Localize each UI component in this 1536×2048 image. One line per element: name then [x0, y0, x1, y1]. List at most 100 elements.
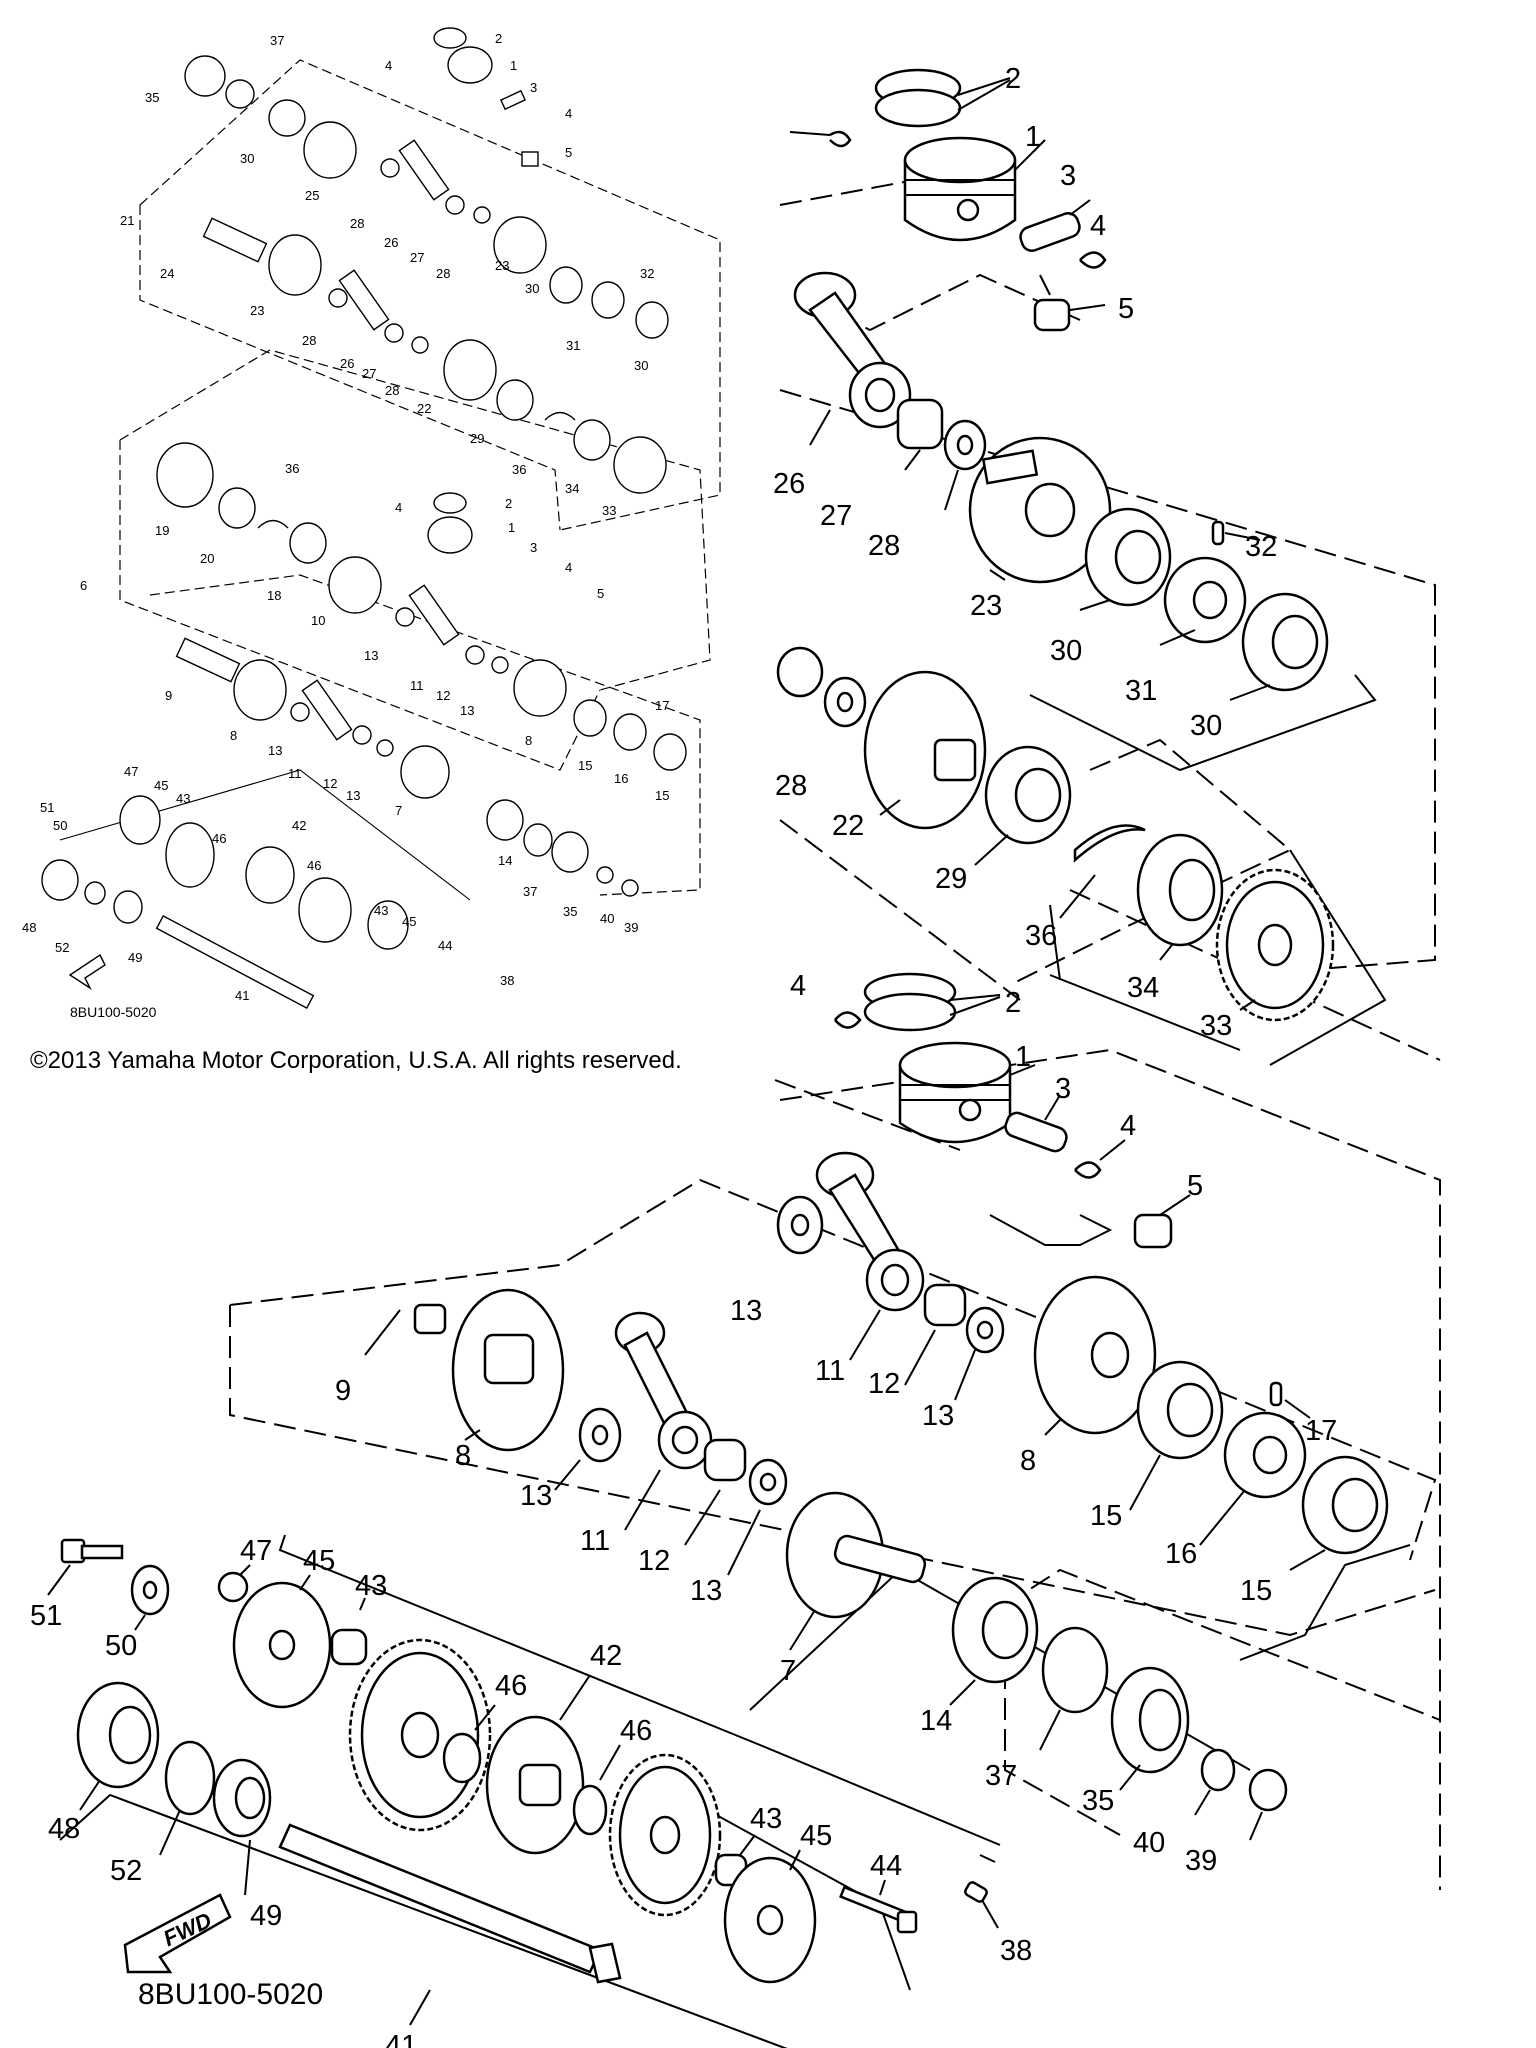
callout-50: 50	[105, 1630, 137, 1662]
callout-28a: 28	[868, 530, 900, 562]
detail-callouts: 2 1 3 4 5 26 27 28 23 30 32 31 30 28 22 …	[30, 63, 1337, 2048]
callout-8b: 8	[1020, 1445, 1036, 1477]
shaft-24-icon	[202, 217, 268, 263]
callout-45a: 45	[303, 1545, 335, 1577]
callout-11b: 11	[580, 1525, 610, 1557]
main-bearing-30b-icon	[1229, 592, 1329, 701]
gear-33-icon	[1215, 868, 1335, 1022]
overview-callout: 11	[410, 678, 424, 693]
overview-callout: 29	[470, 431, 484, 446]
mainshaft-41-small-icon	[155, 914, 315, 1010]
overview-callout: 30	[525, 281, 539, 296]
bearing-48-icon	[76, 1681, 160, 1811]
callout-35: 35	[1082, 1785, 1114, 1817]
bearing-35-icon	[1110, 1666, 1190, 1791]
overview-callout: 50	[53, 818, 67, 833]
overview-callout: 28	[385, 383, 399, 398]
callout-42: 42	[590, 1640, 622, 1672]
callout-22: 22	[832, 810, 864, 842]
circlip-37-icon	[1041, 1626, 1109, 1714]
middle-crank-group	[229, 972, 1441, 1841]
callout-12b: 12	[638, 1545, 670, 1577]
overview-callout: 17	[655, 698, 669, 713]
callout-1b: 1	[1015, 1041, 1031, 1073]
small-end-bearing-m-icon	[1133, 1213, 1173, 1249]
overview-callout: 23	[495, 258, 509, 273]
fwd-arrow-small-icon	[68, 953, 106, 990]
upper-crank-group	[776, 68, 1441, 1890]
overview-callout: 1	[508, 520, 515, 535]
callout-28b: 28	[775, 770, 807, 802]
overview-callout: 42	[292, 818, 306, 833]
piston-1-small-b-icon	[427, 516, 473, 554]
main-bearing-30a-icon	[1079, 507, 1172, 611]
callout-47: 47	[240, 1535, 272, 1567]
callout-31: 31	[1125, 675, 1157, 707]
bearing-14-icon	[949, 1576, 1039, 1706]
oil-seal-31-icon	[1159, 556, 1247, 646]
overview-callout: 4	[565, 560, 572, 575]
overview-callout: 22	[417, 401, 431, 416]
crankpin-9-icon	[413, 1303, 447, 1335]
copyright-notice: ©2013 Yamaha Motor Corporation, U.S.A. A…	[30, 1047, 682, 1074]
piston-rings-icon	[874, 68, 1011, 128]
callout-45b: 45	[800, 1820, 832, 1852]
callout-4b: 4	[790, 970, 806, 1002]
callout-1a: 1	[1025, 121, 1041, 153]
overview-callout: 36	[285, 461, 299, 476]
callout-33: 33	[1200, 1010, 1232, 1042]
overview-callout: 2	[495, 31, 502, 46]
callout-23: 23	[970, 590, 1002, 622]
overview-callout: 9	[165, 688, 172, 703]
overview-callout: 28	[436, 266, 450, 281]
overview-callout: 46	[307, 858, 321, 873]
callout-46b: 46	[620, 1715, 652, 1747]
conrod-26-icon	[793, 271, 912, 446]
overview-callout: 43	[176, 791, 190, 806]
callout-15b: 15	[1240, 1575, 1272, 1607]
plate-45b-icon	[723, 1849, 817, 1984]
callout-17: 17	[1305, 1415, 1337, 1447]
overview-callout: 13	[460, 703, 474, 718]
conrod-26-icon	[398, 139, 450, 201]
overview-callout: 24	[160, 266, 174, 281]
callout-51: 51	[30, 1600, 62, 1632]
overview-callout: 28	[350, 216, 364, 231]
callout-34: 34	[1127, 972, 1159, 1004]
callout-9: 9	[335, 1375, 351, 1407]
overview-callout: 27	[410, 250, 424, 265]
callout-30b: 30	[1190, 710, 1222, 742]
overview-callout: 45	[402, 914, 416, 929]
diagram-code-small: 8BU100-5020	[70, 1004, 157, 1020]
callout-5a: 5	[1118, 293, 1134, 325]
overview-callout: 35	[563, 904, 577, 919]
main-bearing-15b-icon	[1289, 1455, 1389, 1571]
overview-callout: 36	[512, 462, 526, 477]
callout-2a: 2	[1005, 63, 1021, 95]
overview-callout: 43	[374, 903, 388, 918]
callout-44: 44	[870, 1850, 902, 1882]
overview-callout: 30	[240, 151, 254, 166]
callout-39: 39	[1185, 1845, 1217, 1877]
overview-callout: 39	[624, 920, 638, 935]
mainshaft-41-icon	[278, 1823, 622, 2026]
overview-callout: 28	[302, 333, 316, 348]
overview-callout: 20	[200, 551, 214, 566]
overview-callout: 10	[311, 613, 325, 628]
overview-callout: 15	[578, 758, 592, 773]
piston-m-icon	[898, 1041, 1036, 1144]
callout-38: 38	[1000, 1935, 1032, 1967]
overview-callout: 41	[235, 988, 249, 1003]
callout-8a: 8	[455, 1440, 471, 1472]
callout-36: 36	[1025, 920, 1057, 952]
callout-30a: 30	[1050, 635, 1082, 667]
overview-callout: 13	[346, 788, 360, 803]
callout-3a: 3	[1060, 160, 1076, 192]
callout-13a: 13	[730, 1295, 762, 1327]
overview-callout: 38	[500, 973, 514, 988]
callout-13d: 13	[690, 1575, 722, 1607]
overview-callout: 37	[523, 884, 537, 899]
overview-callout: 8	[525, 733, 532, 748]
